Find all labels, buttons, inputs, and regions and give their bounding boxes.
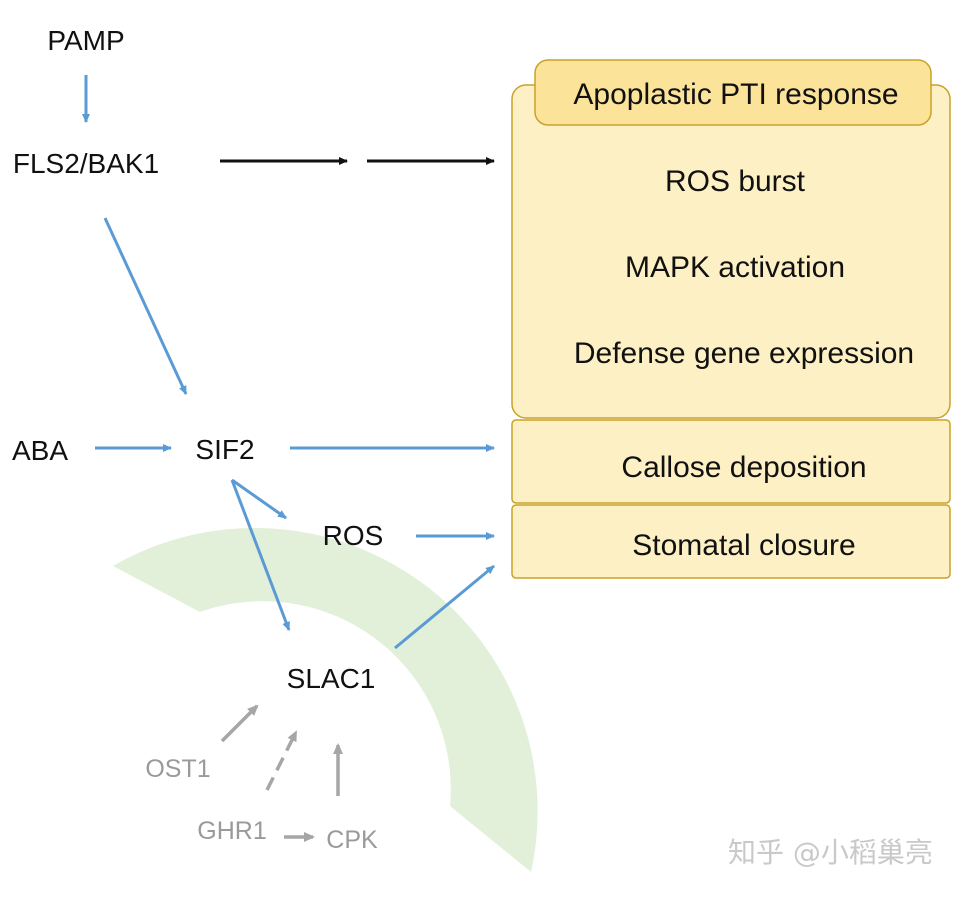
pti-response-header-label: Apoplastic PTI response	[573, 78, 898, 111]
node-ros: ROS	[323, 520, 384, 551]
pti-item-mapk-activation: MAPK activation	[625, 251, 845, 284]
guard-cell-arc	[113, 527, 538, 872]
stomatal-closure-box	[511, 504, 951, 579]
response-panel: Apoplastic PTI response ROS burst MAPK a…	[511, 59, 951, 579]
node-ost1: OST1	[145, 755, 210, 783]
arrow-sif2-to-slac1	[230, 479, 291, 631]
callose-deposition-label: Callose deposition	[621, 451, 866, 484]
arrow-ost1-to-slac1	[220, 704, 259, 743]
node-slac1: SLAC1	[287, 663, 376, 694]
node-fls2-bak1: FLS2/BAK1	[13, 148, 159, 179]
blue-arrows	[82, 75, 495, 650]
node-pamp: PAMP	[47, 25, 124, 56]
callose-deposition-box	[511, 419, 951, 504]
node-cpk: CPK	[326, 826, 378, 854]
node-aba: ABA	[12, 435, 68, 466]
node-ghr1: GHR1	[197, 817, 266, 845]
watermark: 知乎 @小稻巢亮	[728, 836, 933, 869]
stomatal-closure-label: Stomatal closure	[632, 529, 855, 562]
pti-item-ros-burst: ROS burst	[665, 165, 806, 198]
node-sif2: SIF2	[195, 434, 254, 465]
arrow-ghr1-to-slac1-dashed	[265, 730, 298, 791]
pti-item-defense-gene-expression: Defense gene expression	[574, 337, 914, 370]
arrow-slac1-to-stomatal	[394, 564, 495, 650]
pti-response-header	[534, 59, 932, 126]
arrow-sif2-to-ros	[231, 478, 287, 520]
arrow-fls2-to-sif2	[103, 217, 188, 395]
gray-arrows	[220, 704, 343, 842]
